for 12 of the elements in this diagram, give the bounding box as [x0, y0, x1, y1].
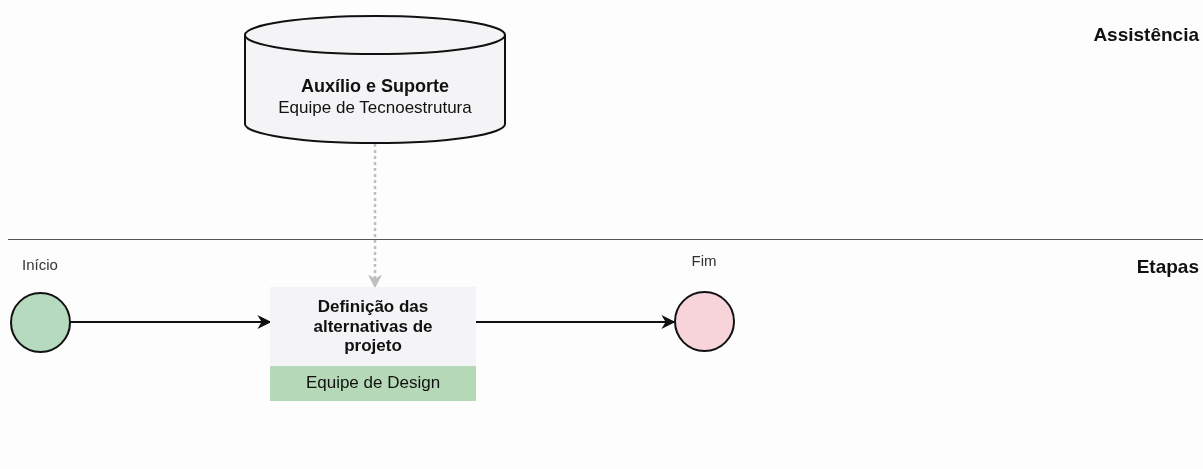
- node-title: Definição das alternativas de projeto: [312, 296, 434, 358]
- event-label: Fim: [691, 252, 717, 269]
- team-band: Equipe de Design: [270, 366, 476, 401]
- process-box: [270, 287, 476, 401]
- arrow: [368, 144, 382, 289]
- lane-label: Assistência: [1093, 24, 1199, 46]
- lane-label: Etapas: [1136, 256, 1199, 278]
- arrow: [475, 315, 676, 329]
- node-title: Auxílio e Suporte: [300, 75, 450, 98]
- node-subtitle: Equipe de Tecnoestrutura: [278, 97, 472, 118]
- event-label: Início: [22, 256, 58, 273]
- arrow: [70, 315, 272, 329]
